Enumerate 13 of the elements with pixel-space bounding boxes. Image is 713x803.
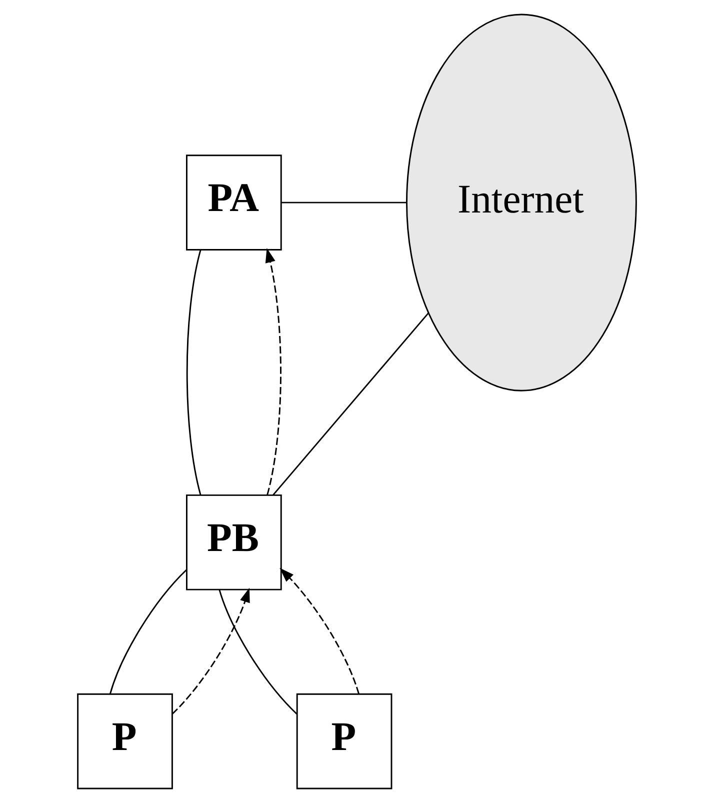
arrow: [171, 588, 250, 715]
connector: [272, 312, 429, 496]
node-box: P: [76, 693, 172, 790]
node-ellipse: Internet: [406, 14, 636, 392]
arrow: [264, 248, 281, 495]
connector: [109, 569, 186, 694]
node-box: P: [296, 693, 392, 790]
node-box: PB: [186, 494, 282, 590]
node-box: PA: [186, 154, 282, 250]
connector: [281, 202, 406, 204]
arrow: [279, 568, 359, 694]
connector: [218, 590, 297, 715]
connector: [186, 250, 201, 495]
